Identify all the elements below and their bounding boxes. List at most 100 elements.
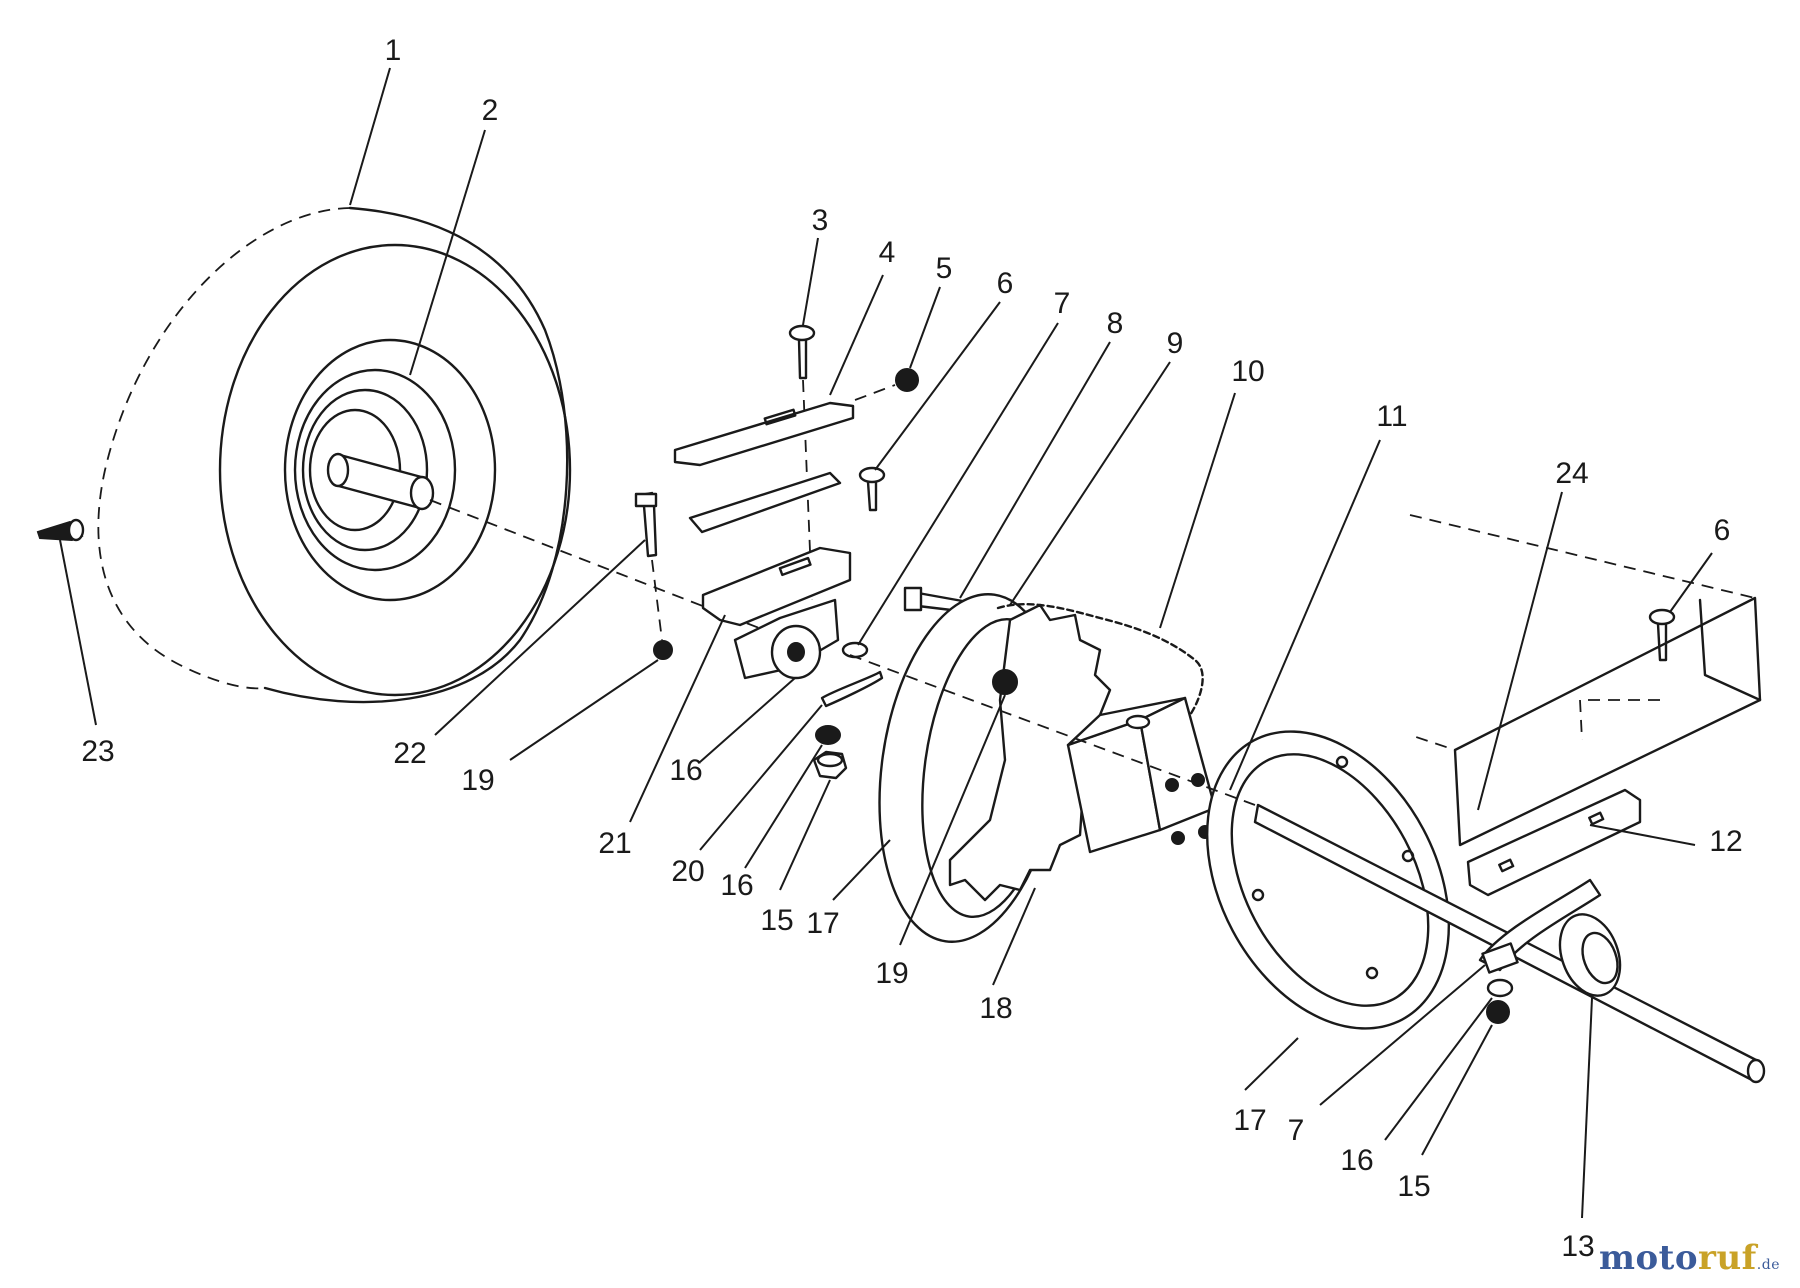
leader-20 [699,704,823,851]
flange-nut-5 [895,368,919,392]
frame-box-end [1698,598,1762,702]
callout-16a: 16 [669,754,702,787]
carriage-bolt-shank-3 [797,338,808,380]
lock-nut-19a [653,640,673,660]
axle-end [1746,1058,1766,1084]
leader-11 [1229,439,1381,791]
drive-sprocket-assembly [878,586,1260,943]
tire-outer-sidewall [263,206,569,704]
callout-7a: 7 [1054,287,1071,320]
axle-assembly [849,514,1766,1084]
callout-labels: 1 2 3 4 5 6 7 8 9 10 11 24 6 23 22 19 21… [81,34,1742,1263]
leader-15a [779,779,831,891]
leader-9 [1009,361,1171,606]
callout-20: 20 [671,855,704,888]
wheel-rim-outer [283,338,497,602]
nut-5-centerline [854,384,896,401]
bracket-12-slot-2 [1588,811,1605,826]
leader-16b [744,744,823,869]
carriage-bolt-shank-6b [1656,622,1668,662]
callout-17b: 17 [1233,1104,1266,1137]
leader-19a [509,659,659,761]
wheel-rim-ring-2 [301,388,429,552]
wheel-tire-assembly [36,206,572,704]
leader-1 [349,67,391,206]
clamp-tab [1481,942,1519,974]
gearbox-bolt-1 [1165,778,1179,792]
gearbox-bolt-3 [1171,831,1185,845]
callout-18: 18 [979,992,1012,1025]
axle-bearing-13 [1558,913,1622,997]
bolt-22-centerline [651,559,663,641]
disc-hole-4 [1251,888,1265,902]
bolt-6b-centerline [1579,699,1660,741]
leader-24 [1477,491,1563,811]
leader-21 [629,614,726,823]
leader-12 [1589,824,1696,846]
callout-16c: 16 [1340,1144,1373,1177]
tire-tread-outline [97,207,351,690]
callout-17a: 17 [806,907,839,940]
carriage-bolt-head-6a [858,466,886,484]
bracket-12-slot-1 [1498,858,1515,873]
watermark-part-c: .de [1756,1257,1780,1273]
wheel-hub-bore [409,475,435,511]
leader-10 [1159,392,1236,629]
callout-7b: 7 [1288,1114,1305,1147]
leader-3 [802,237,819,326]
spacer-bar [688,471,842,534]
sprocket-hub-nut-19 [992,669,1018,695]
wheel-hub-end [326,452,350,488]
bracket-slot [778,556,812,577]
callout-19b: 19 [875,957,908,990]
strap-slot-1 [763,408,797,426]
watermark-part-b: ruf [1698,1238,1757,1278]
callout-11: 11 [1376,400,1407,433]
gearbox-port [1125,714,1151,730]
callout-6a: 6 [997,267,1014,300]
leader-13 [1581,997,1593,1219]
leader-17a [832,839,891,901]
disc-hole-2 [1401,849,1415,863]
callout-4: 4 [879,236,896,269]
callout-6b: 6 [1714,514,1731,547]
disc-hole-1 [1335,755,1349,769]
leader-17b [1244,1037,1299,1091]
tire-sidewall [218,243,572,697]
washer-7a [841,641,869,659]
callout-16b: 16 [720,869,753,902]
callout-1: 1 [385,34,402,67]
retainer-clip-20 [820,670,884,708]
carriage-bolt-head-3 [788,324,816,342]
hex-nut-15b [1486,1000,1510,1024]
leader-6a [874,301,1001,471]
washer-16a [815,725,841,745]
lower-bracket [701,546,852,627]
callout-19a: 19 [461,764,494,797]
valve-stem-cap [67,518,85,542]
axle-centerline-2 [849,654,1256,806]
bearing-bracket-assembly [634,324,919,780]
leader-8 [959,341,1111,599]
callout-3: 3 [812,204,829,237]
leader-16a [699,677,796,763]
callout-2: 2 [482,94,499,127]
callout-22: 22 [393,737,426,770]
callout-15a: 15 [760,904,793,937]
sprocket-18 [948,603,1112,902]
axle-bearing-13-inner [1581,931,1619,985]
upper-bracket-strap [673,401,855,467]
washer-16b [1486,978,1514,998]
hex-bolt-22-head [634,492,658,508]
watermark-part-a: moto [1598,1238,1699,1278]
carriage-bolt-shank-6a [866,480,878,512]
leader-18 [992,887,1036,986]
callout-21: 21 [598,827,631,860]
leader-19b [899,694,1006,946]
callout-15b: 15 [1397,1170,1430,1203]
leader-4 [829,274,884,396]
callout-9: 9 [1167,327,1184,360]
leader-7a [857,322,1059,646]
support-bracket-12 [1466,788,1642,897]
